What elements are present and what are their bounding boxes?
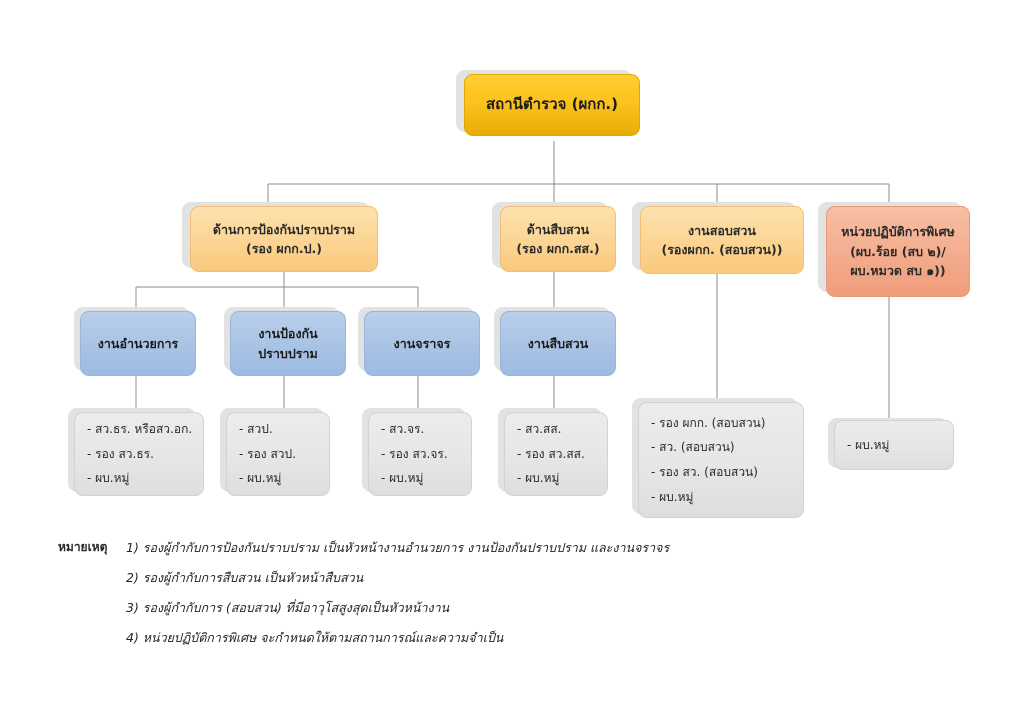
node-traffic-work[interactable]: งานจราจร [364,311,480,376]
node-special-ops-staff[interactable]: - ผบ.หมู่ [834,420,954,470]
node-line: ผบ.หมวด สบ ๑)) [850,263,946,279]
node-line: - ผบ.หมู่ [87,471,130,486]
footnote-row: 2) รองผู้กำกับการสืบสวน เป็นหัวหน้าสืบสว… [58,568,958,588]
node-line: - รอง สว. (สอบสวน) [651,465,758,479]
node-line: ด้านการป้องกันปราบปราม [212,221,356,237]
node-line: (รอง ผกก.สส.) [516,241,600,256]
node-line: ด้านสืบสวน [526,221,590,237]
node-intelligence-staff[interactable]: - สว.สส. - รอง สว.สส. - ผบ.หมู่ [504,412,608,496]
node-line: - รอง สว.จร. [381,446,448,461]
node-line: - รอง สว.ธร. [87,446,154,461]
node-line: ปราบปราม [258,345,318,361]
node-line: - รอง ผกก. (สอบสวน) [651,415,766,430]
node-line: - ผบ.หมู่ [651,489,694,504]
node-line: - รอง สว.สส. [517,446,585,461]
node-line: งานสอบสวน [688,222,756,238]
node-line: - สว.จร. [381,422,425,437]
footnote-text: 4) หน่วยปฏิบัติการพิเศษ จะกำหนดให้ตามสถา… [126,630,504,645]
node-line: - สว. (สอบสวน) [651,440,735,455]
node-investigation-intel-division[interactable]: ด้านสืบสวน (รอง ผกก.สส.) [500,206,616,272]
node-line: - สวป. [239,422,273,437]
node-inquiry-division[interactable]: งานสอบสวน (รองผกก. (สอบสวน)) [640,206,804,274]
node-police-station[interactable]: สถานีตำรวจ (ผกก.) [464,74,640,136]
node-line: - สว.ธร. หรือสว.อก. [87,422,193,437]
node-line: - รอง สวป. [239,446,296,461]
node-admin-work[interactable]: งานอำนวยการ [80,311,196,376]
node-line: สถานีตำรวจ (ผกก.) [486,95,618,114]
node-line: งานจราจร [393,335,451,351]
node-line: งานสืบสวน [527,335,589,351]
footnote-text: 1) รองผู้กำกับการป้องกันปราบปราม เป็นหัว… [126,540,670,555]
node-line: หน่วยปฏิบัติการพิเศษ [841,224,955,240]
footnote-text: 3) รองผู้กำกับการ (สอบสวน) ที่มีอาวุโสสู… [126,600,450,615]
node-inquiry-staff[interactable]: - รอง ผกก. (สอบสวน) - สว. (สอบสวน) - รอง… [638,402,804,518]
node-line: - ผบ.หมู่ [381,471,424,486]
node-line: (รอง ผกก.ป.) [246,241,322,256]
node-special-operations-unit[interactable]: หน่วยปฏิบัติการพิเศษ (ผบ.ร้อย (สบ ๒)/ ผบ… [826,206,970,297]
node-traffic-staff[interactable]: - สว.จร. - รอง สว.จร. - ผบ.หมู่ [368,412,472,496]
node-prevention-suppression-work[interactable]: งานป้องกัน ปราบปราม [230,311,346,376]
footnote-row: 3) รองผู้กำกับการ (สอบสวน) ที่มีอาวุโสสู… [58,598,958,618]
node-line: งานป้องกัน [258,326,318,342]
node-line: (รองผกก. (สอบสวน)) [661,242,783,257]
node-prevention-staff[interactable]: - สวป. - รอง สวป. - ผบ.หมู่ [226,412,330,496]
node-line: - ผบ.หมู่ [239,471,282,486]
node-line: งานอำนวยการ [97,335,179,351]
footnote-row: หมายเหตุ 1) รองผู้กำกับการป้องกันปราบปรา… [58,538,958,558]
node-prevention-division[interactable]: ด้านการป้องกันปราบปราม (รอง ผกก.ป.) [190,206,378,272]
footnotes-label: หมายเหตุ [58,540,108,554]
node-line: (ผบ.ร้อย (สบ ๒)/ [850,243,946,259]
node-admin-staff[interactable]: - สว.ธร. หรือสว.อก. - รอง สว.ธร. - ผบ.หม… [74,412,204,496]
node-line: - ผบ.หมู่ [517,471,560,486]
footnote-text: 2) รองผู้กำกับการสืบสวน เป็นหัวหน้าสืบสว… [126,570,364,585]
footnotes: หมายเหตุ 1) รองผู้กำกับการป้องกันปราบปรา… [58,538,958,658]
footnote-row: 4) หน่วยปฏิบัติการพิเศษ จะกำหนดให้ตามสถา… [58,628,958,648]
node-line: - ผบ.หมู่ [847,437,890,452]
node-intelligence-work[interactable]: งานสืบสวน [500,311,616,376]
node-line: - สว.สส. [517,422,562,437]
